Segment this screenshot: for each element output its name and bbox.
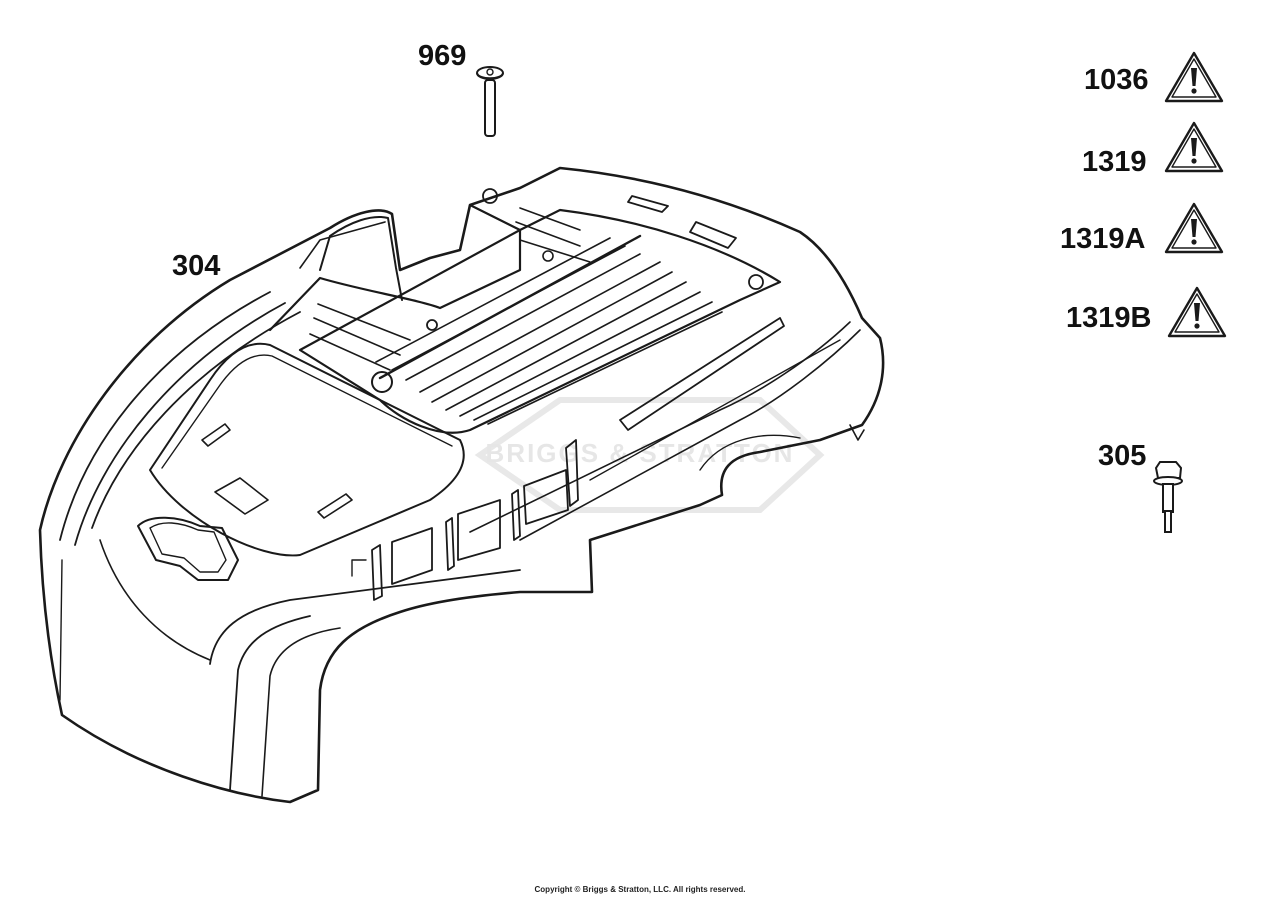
warning-triangle-icon xyxy=(1164,51,1224,103)
copyright-notice: Copyright © Briggs & Stratton, LLC. All … xyxy=(534,885,746,894)
callout-1036: 1036 xyxy=(1084,64,1149,96)
callout-304: 304 xyxy=(172,250,221,282)
callout-305: 305 xyxy=(1098,440,1147,472)
watermark-text: BRIGGS & STRATTON xyxy=(486,438,795,468)
callout-1319: 1319 xyxy=(1082,146,1147,178)
callout-1319a: 1319A xyxy=(1060,223,1146,255)
engine-cover-part xyxy=(38,166,885,804)
warning-triangle-icon xyxy=(1164,121,1224,173)
watermark-logo: BRIGGS & STRATTON xyxy=(474,397,825,513)
bolt-icon xyxy=(476,66,504,137)
cover-grille-slats xyxy=(309,207,723,425)
warning-triangle-icon xyxy=(1167,286,1227,338)
warning-triangle-icon xyxy=(1164,202,1224,254)
callout-1319b: 1319B xyxy=(1066,302,1152,334)
flange-bolt-icon xyxy=(1153,461,1183,533)
cover-front-vents xyxy=(371,439,579,601)
callout-969: 969 xyxy=(418,40,467,72)
